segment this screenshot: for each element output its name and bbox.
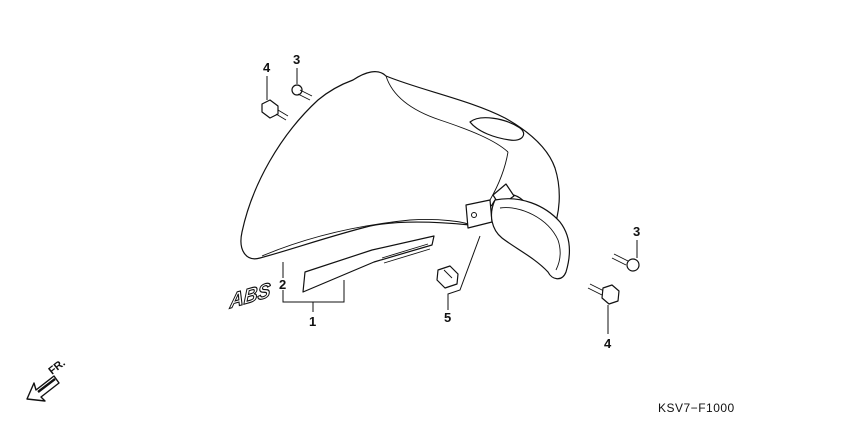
front-fender <box>240 71 570 280</box>
diagram-code: KSV7−F1000 <box>658 401 735 415</box>
leader-lines <box>266 68 638 334</box>
callout-1: 1 <box>309 314 316 329</box>
callout-3-right: 3 <box>633 224 640 239</box>
decal-text: ABS <box>228 278 271 314</box>
callout-4-top: 4 <box>263 60 271 75</box>
callout-3-top: 3 <box>293 52 300 67</box>
bolt-top-left <box>261 99 289 121</box>
callout-4-bottom: 4 <box>604 336 612 351</box>
front-direction-indicator: FR. <box>26 357 68 402</box>
direction-label: FR. <box>46 357 67 377</box>
bolt-bottom-right <box>587 283 620 305</box>
screw-top <box>291 84 313 101</box>
screw-right <box>611 253 640 272</box>
callout-5: 5 <box>444 310 451 325</box>
clip-nut <box>436 265 459 289</box>
callout-2: 2 <box>279 277 286 292</box>
